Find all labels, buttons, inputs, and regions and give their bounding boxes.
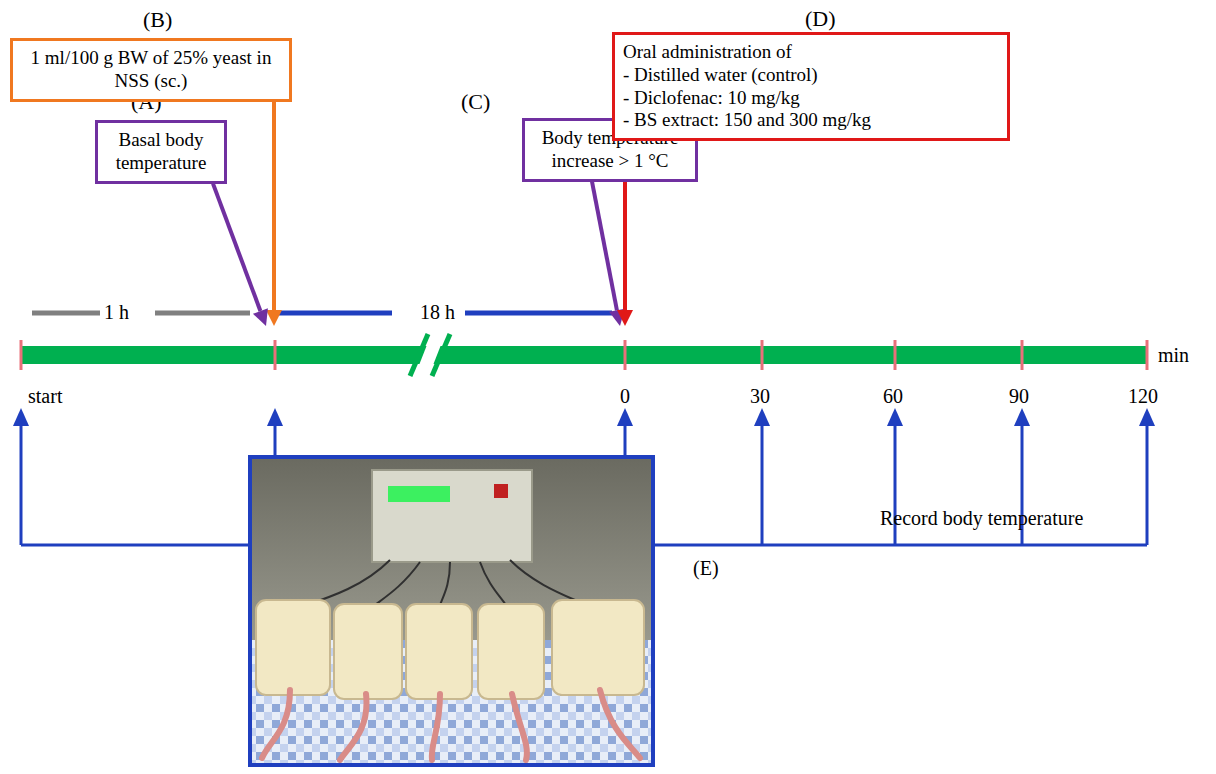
timeline-label: min	[1158, 343, 1189, 367]
box-text: - Diclofenac: 10 mg/kg	[623, 87, 999, 110]
axis-break	[432, 334, 450, 376]
timeline-label: 0	[620, 384, 630, 408]
treatment-box: (D)Oral administration of- Distilled wat…	[612, 32, 1010, 141]
box-text: Oral administration of	[623, 41, 999, 64]
timeline-bar	[20, 346, 1148, 364]
pointer-arrow	[592, 182, 625, 326]
pointer-arrow	[213, 184, 268, 326]
box-text: 1 ml/100 g BW of 25% yeast in NSS (sc.)	[21, 47, 281, 93]
box-text: Basal body temperature	[106, 129, 216, 175]
timeline-label: 1 h	[104, 300, 129, 324]
timeline-label: Record body temperature	[880, 506, 1083, 530]
box-text: - BS extract: 150 and 300 mg/kg	[623, 109, 999, 132]
panel-letter: (B)	[143, 7, 172, 33]
photo-illustration	[250, 457, 653, 765]
injection-box: (B)1 ml/100 g BW of 25% yeast in NSS (sc…	[10, 38, 292, 102]
timeline-label: (E)	[693, 556, 719, 580]
box-text: - Distilled water (control)	[623, 64, 999, 87]
timeline-label: 120	[1128, 384, 1158, 408]
timeline-label: 18 h	[420, 300, 455, 324]
basal-temp-box: (A)Basal body temperature	[95, 120, 227, 184]
interval-line	[465, 311, 612, 316]
axis-break	[410, 334, 428, 376]
timeline-label: start	[28, 384, 62, 408]
timeline-label: 90	[1009, 384, 1029, 408]
tick-marks	[21, 340, 1147, 370]
timeline-label: 60	[883, 384, 903, 408]
pointer-arrow	[266, 102, 282, 326]
interval-line	[275, 311, 392, 316]
panel-letter: (C)	[461, 89, 490, 115]
interval-line	[155, 311, 250, 316]
timeline-label: 30	[750, 384, 770, 408]
panel-letter: (D)	[805, 6, 836, 32]
interval-line	[32, 311, 100, 316]
